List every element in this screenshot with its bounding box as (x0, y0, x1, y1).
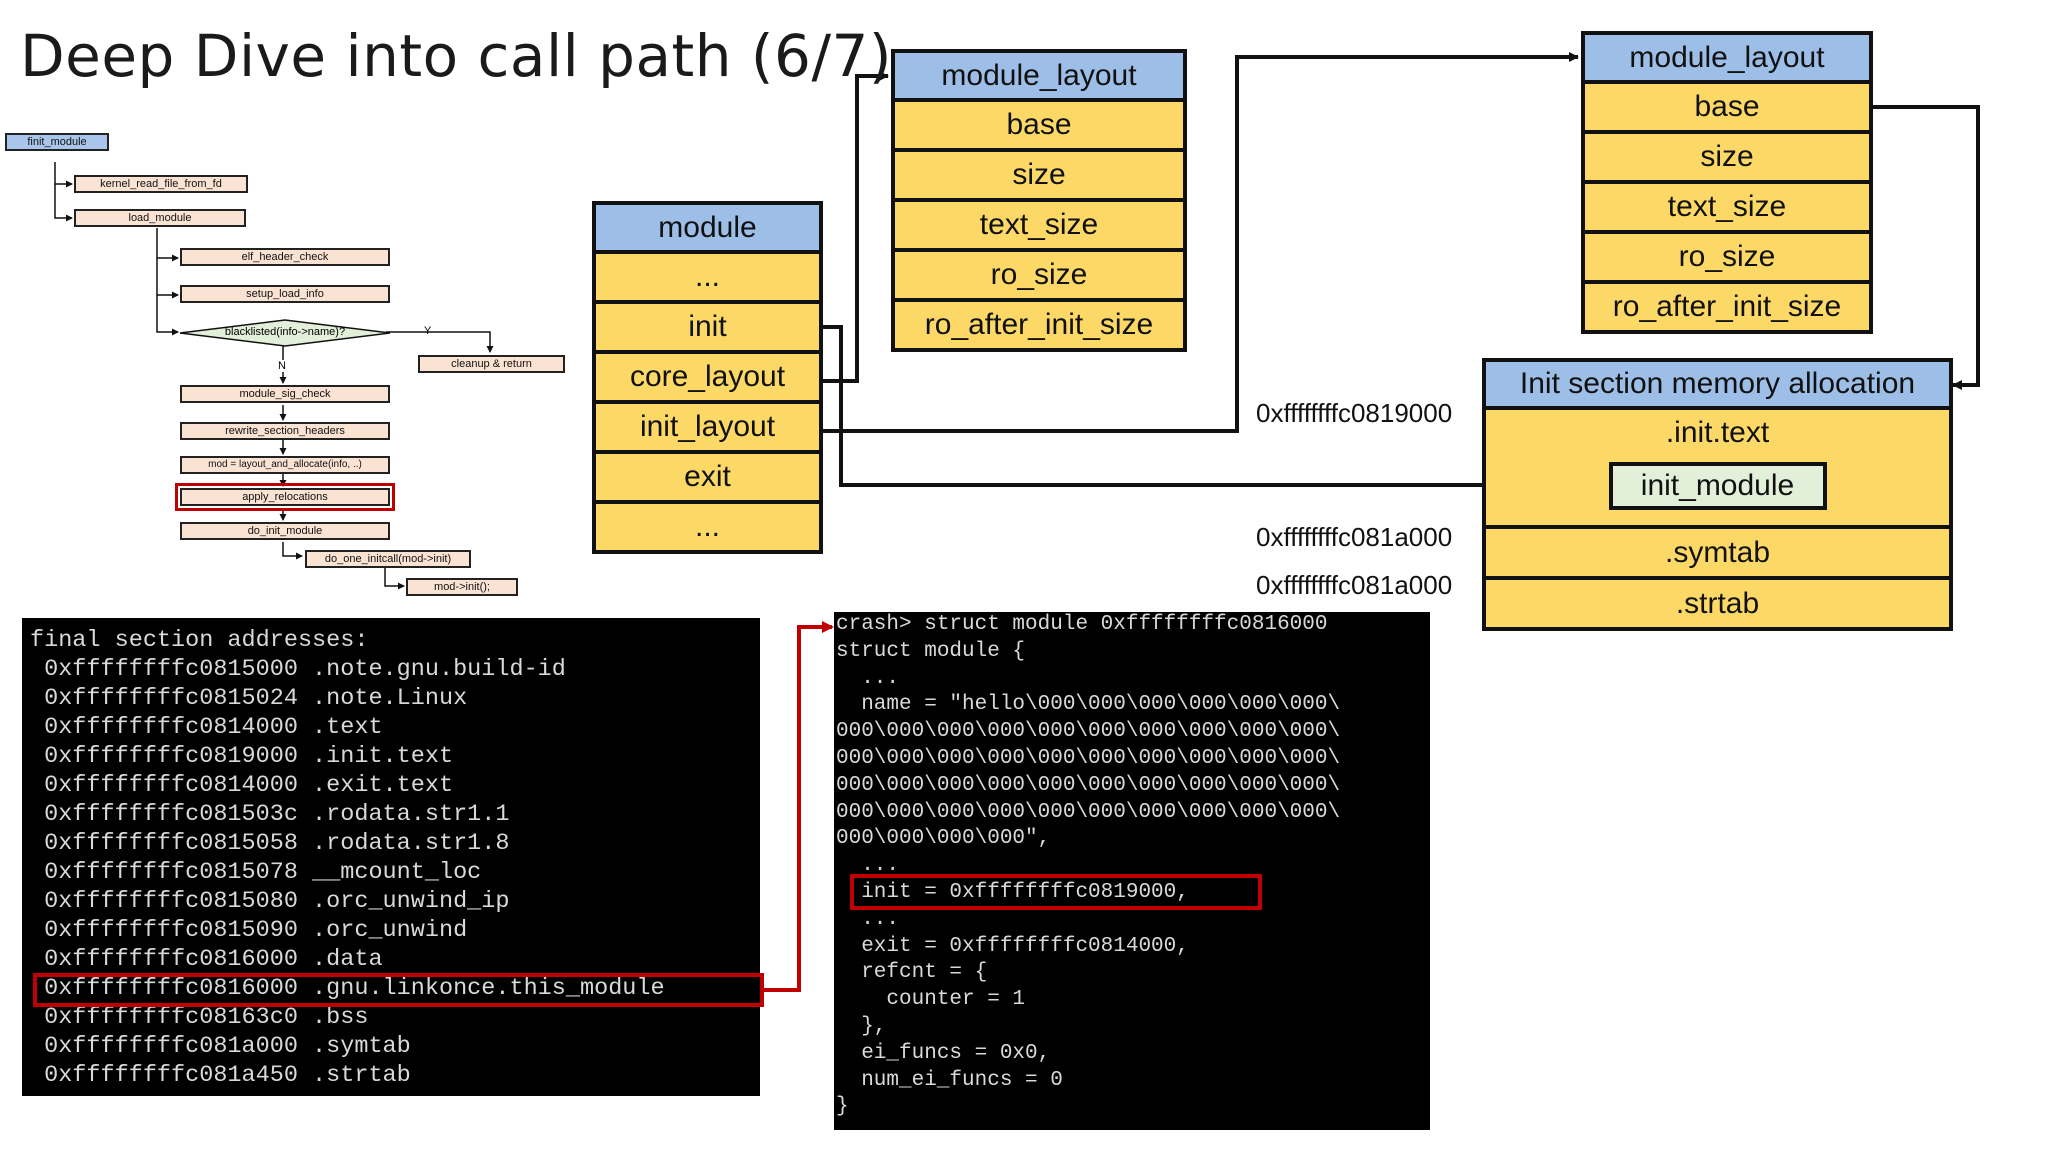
slide-title: Deep Dive into call path (6/7) (20, 22, 893, 90)
term-line: 000\000\000\000\000\000\000\000\000\000\ (836, 800, 1341, 824)
symtab-row: .symtab (1486, 529, 1949, 576)
term-line: } (836, 1095, 849, 1119)
term-line: 0xffffffffc0815000 .note.gnu.build-id (30, 656, 566, 683)
flow-setup-load-info: setup_load_info (180, 285, 390, 303)
term-line: 000\000\000\000\000\000\000\000\000\000\ (836, 746, 1341, 770)
module-layout-box-core: module_layout base size text_size ro_siz… (891, 49, 1187, 352)
term-line: 0xffffffffc0815058 .rodata.str1.8 (30, 830, 510, 857)
init-section-allocation-box: Init section memory allocation .init.tex… (1482, 358, 1953, 631)
flow-layout-and-allocate: mod = layout_and_allocate(info, ..) (180, 456, 390, 474)
layout-core-ro-after-init-size: ro_after_init_size (895, 302, 1183, 348)
terminal-crash-struct-module: crash> struct module 0xffffffffc0816000 … (834, 612, 1430, 1130)
flow-elf-header-check: elf_header_check (180, 248, 390, 266)
term-line-highlighted: init = 0xffffffffc0819000, (836, 880, 1189, 904)
term-line: }, (836, 1014, 887, 1038)
term-line: counter = 1 (836, 988, 1026, 1012)
module-struct-box: module ... init core_layout init_layout … (592, 201, 823, 554)
term-line: 0xffffffffc0815090 .orc_unwind (30, 917, 468, 944)
init-alloc-header: Init section memory allocation (1486, 362, 1949, 406)
layout-core-base: base (895, 102, 1183, 148)
layout-init-size: size (1585, 134, 1869, 180)
strtab-row: .strtab (1486, 580, 1949, 627)
term-line: ... (836, 854, 900, 878)
term-line: 0xffffffffc0814000 .text (30, 714, 383, 741)
layout-core-text-size: text_size (895, 202, 1183, 248)
module-struct-header: module (596, 205, 819, 250)
highlight-init-line (850, 874, 1262, 910)
module-field-init: init (596, 304, 819, 350)
structure-arrows (823, 52, 1980, 490)
flow-decision-label: blacklisted(info->name)? (224, 326, 346, 338)
term-line: refcnt = { (836, 961, 988, 985)
term-line: 0xffffffffc0819000 .init.text (30, 743, 454, 770)
red-link-arrow (764, 621, 834, 992)
flow-load-module: load_module (74, 209, 246, 227)
module-layout-init-header: module_layout (1585, 35, 1869, 80)
module-field-exit: exit (596, 454, 819, 500)
address-init-text: 0xffffffffc0819000 (1256, 398, 1453, 428)
terminal-section-addresses: final section addresses: 0xffffffffc0815… (22, 618, 760, 1096)
term-line: final section addresses: (30, 627, 369, 654)
term-line: name = "hello\000\000\000\000\000\000\ (836, 693, 1341, 717)
term-line: 0xffffffffc0815078 __mcount_loc (30, 859, 482, 886)
term-line: 0xffffffffc081a000 .symtab (30, 1033, 411, 1060)
flow-no-label: N (278, 360, 286, 372)
term-line: 0xffffffffc0815024 .note.Linux (30, 685, 468, 712)
module-layout-box-init: module_layout base size text_size ro_siz… (1581, 31, 1873, 334)
module-layout-core-header: module_layout (895, 53, 1183, 98)
layout-init-ro-size: ro_size (1585, 234, 1869, 280)
term-line: 0xffffffffc0816000 .data (30, 946, 383, 973)
address-symtab: 0xffffffffc081a000 (1256, 522, 1453, 552)
flow-finit-module: finit_module (5, 133, 109, 151)
module-field-ellipsis-bottom: ... (596, 504, 819, 550)
layout-core-size: size (895, 152, 1183, 198)
term-line: 0xffffffffc081a450 .strtab (30, 1062, 411, 1089)
layout-core-ro-size: ro_size (895, 252, 1183, 298)
term-line: crash> struct module 0xffffffffc0816000 (836, 613, 1328, 636)
term-line: 0xffffffffc0814000 .exit.text (30, 772, 454, 799)
flow-kernel-read-file: kernel_read_file_from_fd (74, 175, 248, 193)
flow-mod-init-call: mod->init(); (406, 578, 518, 596)
flow-cleanup-return: cleanup & return (418, 355, 565, 373)
flowchart-connectors (54, 162, 494, 590)
term-line: struct module { (836, 639, 1026, 663)
flow-do-one-initcall: do_one_initcall(mod->init) (305, 550, 471, 568)
flow-rewrite-section-headers: rewrite_section_headers (180, 422, 390, 440)
module-field-ellipsis-top: ... (596, 254, 819, 300)
term-line-highlighted: 0xffffffffc0816000 .gnu.linkonce.this_mo… (30, 975, 665, 1002)
term-line: 0xffffffffc081503c .rodata.str1.1 (30, 801, 510, 828)
highlight-this-module-line (33, 973, 764, 1007)
flow-module-sig-check: module_sig_check (180, 385, 390, 403)
term-line: exit = 0xffffffffc0814000, (836, 934, 1189, 958)
term-line: ... (836, 666, 900, 690)
flow-yes-label: Y (424, 325, 432, 337)
term-line: 000\000\000\000", (836, 827, 1051, 851)
module-field-core-layout: core_layout (596, 354, 819, 400)
term-line: ... (836, 907, 900, 931)
module-field-init-layout: init_layout (596, 404, 819, 450)
term-line: 000\000\000\000\000\000\000\000\000\000\ (836, 720, 1341, 744)
flow-do-init-module: do_init_module (180, 522, 390, 540)
term-line: 000\000\000\000\000\000\000\000\000\000\ (836, 773, 1341, 797)
term-line: num_ei_funcs = 0 (836, 1068, 1063, 1092)
init-module-symbol: init_module (1608, 462, 1827, 510)
flow-decision-diamond (179, 319, 391, 347)
term-line: 0xffffffffc0815080 .orc_unwind_ip (30, 888, 510, 915)
flow-apply-relocations: apply_relocations (175, 483, 395, 511)
layout-init-text-size: text_size (1585, 184, 1869, 230)
init-text-label: .init.text (1665, 416, 1770, 449)
init-text-region: .init.text init_module (1486, 410, 1949, 525)
layout-init-base: base (1585, 84, 1869, 130)
address-strtab: 0xffffffffc081a000 (1256, 570, 1453, 600)
term-line: ei_funcs = 0x0, (836, 1041, 1051, 1065)
layout-init-ro-after-init-size: ro_after_init_size (1585, 284, 1869, 330)
term-line: 0xffffffffc08163c0 .bss (30, 1004, 369, 1031)
